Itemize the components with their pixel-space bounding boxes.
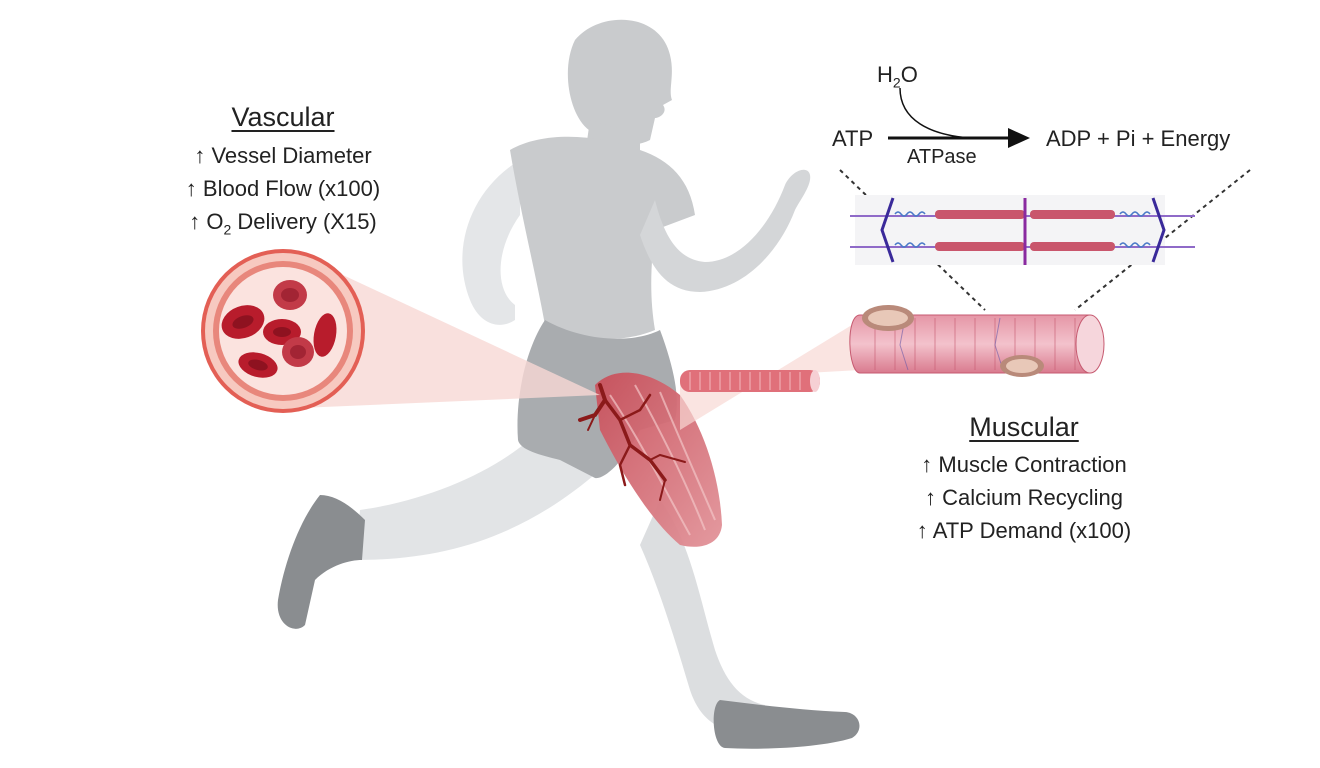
up-arrow-icon: ↑ xyxy=(916,518,928,543)
muscular-effect-1-text: Muscle Contraction xyxy=(938,452,1127,477)
up-arrow-icon: ↑ xyxy=(921,452,933,477)
vascular-effect-3-text: O2 Delivery (X15) xyxy=(206,209,377,238)
vascular-callout-cone xyxy=(300,255,600,408)
water-label: H2O xyxy=(877,62,918,91)
runner-front-arm xyxy=(640,169,811,292)
muscular-effect-1: ↑ Muscle Contraction xyxy=(921,452,1126,478)
runner-head xyxy=(567,19,672,146)
runner-shirt xyxy=(510,136,695,340)
leg-blood-vessels xyxy=(578,383,686,501)
vascular-effect-2: ↑ Blood Flow (x100) xyxy=(186,176,380,202)
sarcomere xyxy=(850,195,1195,265)
reaction-arrow xyxy=(888,87,1030,148)
runner-figure xyxy=(277,19,860,749)
vascular-effect-1-text: Vessel Diameter xyxy=(211,143,372,168)
muscle-fiber-large xyxy=(849,305,1105,377)
up-arrow-icon: ↑ xyxy=(924,485,936,510)
vascular-effect-3: ↑ O2 Delivery (X15) xyxy=(189,209,377,237)
up-arrow-icon: ↑ xyxy=(185,176,197,201)
muscle-fiber-small xyxy=(680,370,820,392)
vascular-effect-1: ↑ Vessel Diameter xyxy=(194,143,371,169)
vascular-effect-2-text: Blood Flow (x100) xyxy=(202,176,381,201)
atpase-label: ATPase xyxy=(907,146,977,168)
muscular-effect-2-text: Calcium Recycling xyxy=(942,485,1124,510)
atp-label: ATP xyxy=(832,126,874,151)
runner-front-shoe xyxy=(713,700,860,749)
muscular-heading: Muscular xyxy=(969,412,1079,442)
up-arrow-icon: ↑ xyxy=(194,143,206,168)
runner-back-shoe xyxy=(277,495,365,629)
runner-front-leg xyxy=(640,500,765,735)
muscular-effect-3: ↑ ATP Demand (x100) xyxy=(917,518,1131,544)
up-arrow-icon: ↑ xyxy=(189,209,201,234)
vascular-heading: Vascular xyxy=(231,102,335,132)
muscular-effect-2: ↑ Calcium Recycling xyxy=(925,485,1123,511)
runner-back-leg xyxy=(355,430,600,560)
muscular-effect-3-text: ATP Demand (x100) xyxy=(932,518,1132,543)
runner-back-arm xyxy=(462,160,520,325)
products-label: ADP + Pi + Energy xyxy=(1046,126,1231,151)
vessel-cross-section xyxy=(201,249,365,413)
